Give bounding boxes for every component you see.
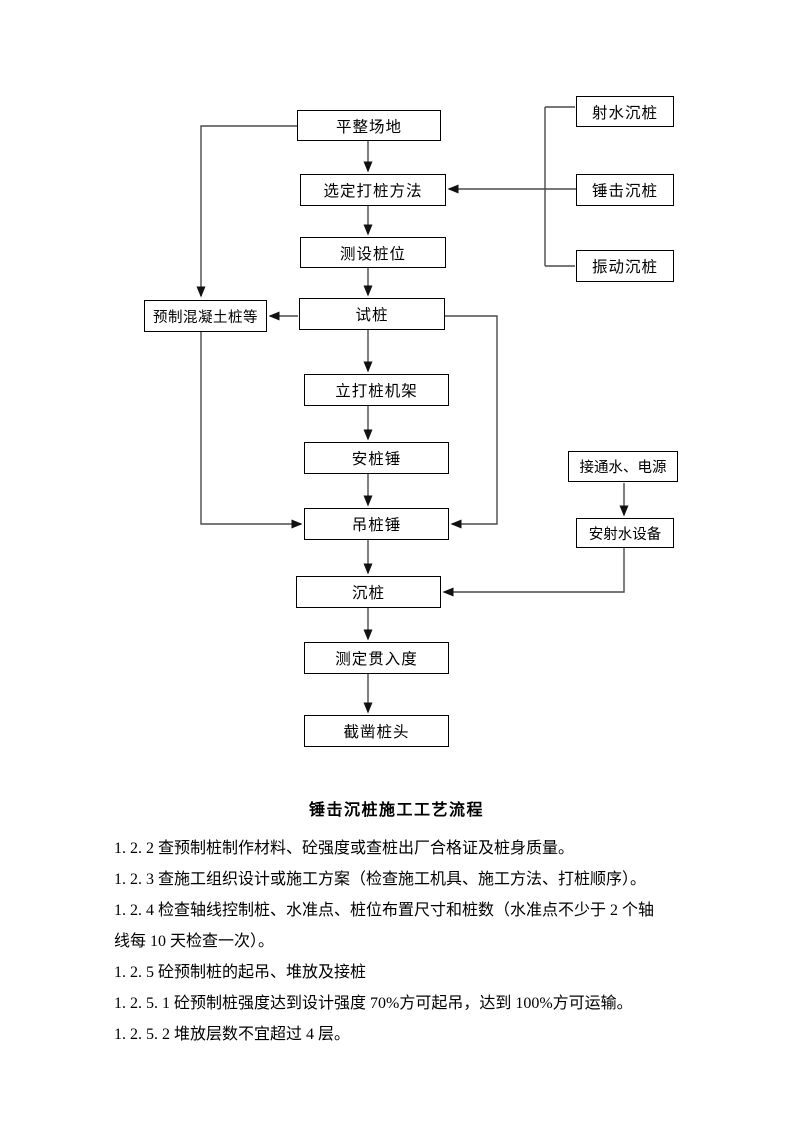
- connector-testpile-to-hoist: [445, 315, 498, 529]
- document-section-title: 锤击沉桩施工工艺流程: [308, 802, 484, 819]
- flow-box-label: 吊桩锤: [351, 517, 402, 534]
- flow-box-label: 选定打桩方法: [323, 183, 423, 200]
- flow-box-label: 立打桩机架: [335, 383, 418, 400]
- flow-box-install-jet-equipment: 安射水设备: [576, 518, 674, 548]
- flow-box-hammer-sink: 锤击沉桩: [576, 174, 674, 206]
- body-line-1-2-4-wrap: 线每 10 天检查一次）。: [114, 933, 275, 950]
- flow-box-connect-water-power: 接通水、电源: [568, 451, 678, 482]
- connector-levelsite-to-precast: [196, 125, 297, 298]
- connector-jetequipment-to-sink: [442, 548, 625, 597]
- flow-box-select-method: 选定打桩方法: [300, 174, 446, 206]
- body-line-1-2-4: 1. 2. 4 检查轴线控制桩、水准点、桩位布置尺寸和桩数（水准点不少于 2 个…: [114, 902, 655, 919]
- flow-box-label: 测设桩位: [339, 245, 406, 263]
- flow-box-label: 接通水、电源: [579, 460, 667, 476]
- flow-box-erect-rig: 立打桩机架: [304, 374, 449, 406]
- flow-box-label: 试桩: [355, 307, 389, 324]
- body-line-1-2-5-1: 1. 2. 5. 1 砼预制桩强度达到设计强度 70%方可起吊，达到 100%方…: [114, 995, 633, 1012]
- flow-box-label: 预制混凝土桩等: [153, 309, 258, 326]
- flow-box-sink-pile: 沉桩: [296, 576, 441, 608]
- flowchart-connectors: [196, 106, 629, 714]
- document-body: 1. 2. 2 查预制桩制作材料、砼强度或查桩出厂合格证及桩身质量。 1. 2.…: [114, 833, 694, 1050]
- flow-box-label: 射水沉桩: [591, 104, 658, 122]
- flow-box-measure-penetration: 测定贯入度: [304, 642, 449, 674]
- flow-box-label: 截凿桩头: [343, 724, 410, 741]
- body-line-1-2-3: 1. 2. 3 查施工组织设计或施工方案（检查施工机具、施工方法、打桩顺序）。: [114, 871, 647, 888]
- flow-box-label: 振动沉桩: [591, 259, 658, 276]
- flow-box-label: 安桩锤: [351, 451, 402, 468]
- flow-box-label: 测定贯入度: [335, 651, 418, 668]
- body-line-1-2-5: 1. 2. 5 砼预制桩的起吊、堆放及接桩: [114, 964, 367, 981]
- flow-box-precast-pile: 预制混凝土桩等: [144, 300, 267, 332]
- flow-box-label: 沉桩: [351, 585, 385, 602]
- flow-box-jet-water-sink: 射水沉桩: [576, 96, 674, 127]
- flow-box-label: 锤击沉桩: [591, 183, 658, 200]
- flow-box-test-pile: 试桩: [299, 298, 445, 330]
- body-line-1-2-2: 1. 2. 2 查预制桩制作材料、砼强度或查桩出厂合格证及桩身质量。: [114, 840, 575, 857]
- flow-box-install-hammer: 安桩锤: [304, 442, 449, 474]
- flow-box-cut-pile-head: 截凿桩头: [304, 715, 449, 747]
- flow-box-level-site: 平整场地: [297, 110, 441, 141]
- flow-box-hoist-hammer: 吊桩锤: [304, 508, 449, 540]
- connector-precast-to-hoist: [200, 332, 303, 529]
- flow-box-survey-position: 测设桩位: [300, 237, 446, 268]
- flow-box-label: 平整场地: [335, 118, 402, 136]
- flow-box-label: 安射水设备: [588, 526, 662, 543]
- body-line-1-2-5-2: 1. 2. 5. 2 堆放层数不宜超过 4 层。: [114, 1026, 351, 1043]
- flow-box-vibration-sink: 振动沉桩: [576, 250, 674, 282]
